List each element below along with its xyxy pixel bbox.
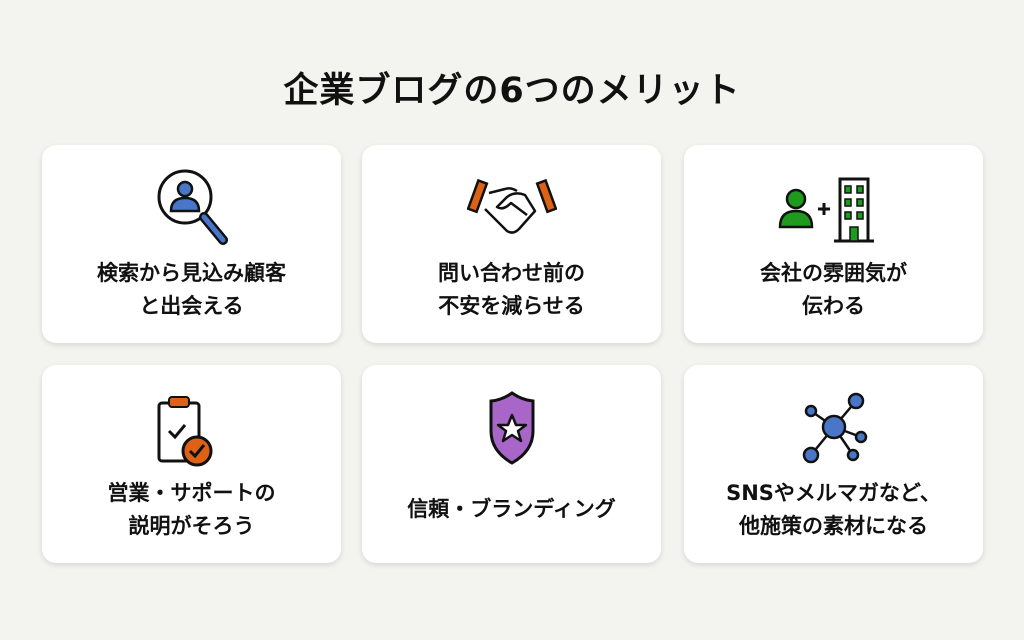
person-plus-building-icon bbox=[778, 177, 874, 243]
card-label: 会社の雰囲気が伝わる bbox=[760, 261, 907, 318]
clipboard-check-icon bbox=[157, 396, 212, 467]
page-title: 企業ブログの6つのメリット bbox=[283, 71, 741, 111]
search-user-icon bbox=[157, 169, 228, 245]
card-sales-support: 営業・サポートの説明がそろう bbox=[42, 365, 341, 563]
card-reduce-anxiety: 問い合わせ前の不安を減らせる bbox=[362, 145, 661, 343]
handshake-icon bbox=[466, 178, 557, 234]
card-label: 信頼・ブランディング bbox=[407, 497, 616, 521]
shield-star-icon bbox=[489, 391, 534, 465]
card-label: SNSやメルマガなど、他施策の素材になる bbox=[726, 481, 941, 538]
card-content-reuse: SNSやメルマガなど、他施策の素材になる bbox=[684, 365, 983, 563]
card-company-atmosphere: 会社の雰囲気が伝わる bbox=[684, 145, 983, 343]
card-trust-branding: 信頼・ブランディング bbox=[362, 365, 661, 563]
card-search-customers: 検索から見込み顧客と出会える bbox=[42, 145, 341, 343]
card-label: 検索から見込み顧客と出会える bbox=[97, 261, 286, 318]
card-label: 営業・サポートの説明がそろう bbox=[107, 481, 276, 538]
network-icon bbox=[802, 392, 867, 464]
card-label: 問い合わせ前の不安を減らせる bbox=[438, 261, 585, 318]
